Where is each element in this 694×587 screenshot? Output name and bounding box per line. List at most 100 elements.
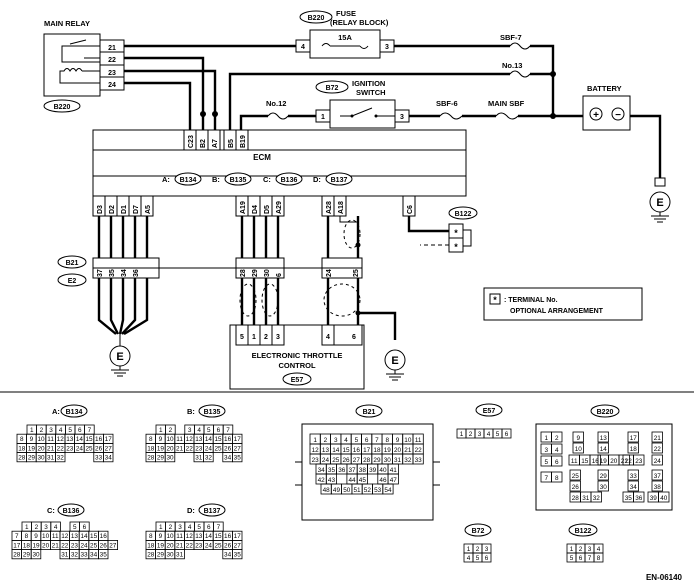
b21-pin-number: 29 [373, 457, 381, 464]
b122-pin-number: 4 [597, 546, 601, 553]
connector-view-labels: A: B134 B: B135 B21 E57 B220 C: B136 D: … [47, 403, 620, 537]
b220-pin-number: 22 [654, 446, 662, 453]
b134-cell [103, 452, 114, 463]
b21-pin-number: 52 [364, 487, 372, 494]
b134-pin-number: 9 [30, 436, 34, 443]
b134-pin-number: 33 [95, 455, 103, 462]
b136-pin-number: 19 [32, 542, 40, 549]
b21-pin-number: 8 [385, 437, 389, 444]
b220-pin-number: 30 [600, 484, 608, 491]
b21-pin-number: 21 [404, 447, 412, 454]
b135-pin-number: 25 [214, 445, 222, 452]
conn-code: B21 [363, 409, 376, 416]
fuse-rating: 15A [338, 33, 352, 42]
b220-pin-number: 17 [630, 435, 638, 442]
b220-cell [627, 431, 639, 443]
ecm-pin: C23 [188, 135, 195, 148]
b21-pin-number: 3 [334, 437, 338, 444]
relay-pin: 21 [108, 45, 116, 52]
b137-pin-number: 10 [166, 533, 174, 540]
b21-pin-number: 27 [353, 457, 361, 464]
b220-cell [572, 431, 584, 443]
b136-pin-number: 32 [71, 552, 79, 559]
ecm-pin: B2 [200, 139, 207, 148]
b136-pin-number: 30 [32, 552, 40, 559]
b21-pin-number: 12 [312, 447, 320, 454]
b134-pin-number: 24 [76, 445, 84, 452]
b135-pin-number: 20 [166, 445, 174, 452]
b135-pin-number: 27 [234, 445, 242, 452]
b134-pin-number: 7 [88, 427, 92, 434]
conn-code: B72 [472, 528, 485, 535]
main-relay: MAIN RELAY 21 22 23 24 B220 [43, 19, 125, 113]
no13-label: No.13 [502, 61, 522, 70]
b135-pin-number: 14 [205, 436, 213, 443]
b135-pin-number: 23 [195, 445, 203, 452]
b134-pin-number: 23 [66, 445, 74, 452]
b134-pin-number: 11 [47, 436, 54, 443]
b135-pin-number: 7 [226, 427, 230, 434]
b220-pin-number: 31 [582, 495, 590, 502]
b220-pin-number: 20 [610, 458, 618, 465]
b134-pin-number: 10 [37, 436, 45, 443]
conn-code: B134 [66, 409, 83, 416]
b220-cell [572, 442, 584, 454]
b135-pin-number: 19 [157, 445, 165, 452]
b220-pin-number: 25 [572, 473, 580, 480]
b220-cell [597, 480, 609, 492]
b135-cell [164, 452, 176, 463]
b134-pin-number: 4 [59, 427, 63, 434]
e57-pin-number: 2 [469, 431, 473, 438]
b135-pin-number: 21 [176, 445, 184, 452]
b72-pin-number: 5 [476, 555, 480, 562]
b21-pin: 29 [252, 269, 259, 277]
conn-code: B122 [575, 528, 592, 535]
b21-pin-number: 26 [342, 457, 350, 464]
battery-plus: + [593, 110, 599, 121]
ecm-pin: A7 [212, 139, 219, 148]
b137-pin-number: 21 [176, 542, 184, 549]
fuse-code: B220 [308, 15, 325, 22]
b136-pin-number: 22 [61, 542, 69, 549]
b135-pin-number: 2 [169, 427, 173, 434]
b136-pin-number: 31 [61, 552, 69, 559]
b137-pin-number: 17 [234, 533, 242, 540]
b21-pin-number: 51 [353, 487, 361, 494]
b134-pin-number: 17 [105, 436, 113, 443]
relay-pin: 22 [108, 57, 116, 64]
ecm-conn-code: B135 [230, 177, 247, 184]
b136-pin-number: 21 [52, 542, 60, 549]
b137-pin-number: 24 [205, 542, 213, 549]
ecm-pin: A5 [145, 205, 152, 214]
b134-pin-number: 25 [85, 445, 93, 452]
b136-pin-number: 25 [90, 542, 98, 549]
ignition-subtitle: SWITCH [356, 88, 386, 97]
b136-pin-number: 4 [54, 524, 58, 531]
b21-pin-number: 49 [333, 487, 341, 494]
b220-pin-number: 14 [600, 446, 608, 453]
b220-pin-number: 38 [654, 484, 662, 491]
b21-pin-number: 20 [394, 447, 402, 454]
b21-pin-number: 34 [318, 467, 326, 474]
b137-pin-number: 23 [195, 542, 203, 549]
ground-left: E [109, 334, 131, 377]
b220-pin-number: 18 [630, 446, 638, 453]
b135-pin-number: 24 [205, 445, 213, 452]
b122-pin: * [454, 242, 458, 252]
b21-pin-number: 38 [359, 467, 367, 474]
b21-pin-number: 28 [363, 457, 371, 464]
b136-pin-number: 14 [80, 533, 88, 540]
b136-pin-number: 17 [13, 542, 21, 549]
b135-pin-number: 34 [224, 455, 232, 462]
relay-code: B220 [54, 104, 71, 111]
b21-cell [382, 483, 394, 495]
etc-pin: 1 [252, 334, 256, 341]
conn-code: B220 [597, 409, 614, 416]
b134-pin-number: 22 [57, 445, 65, 452]
b220-cell [551, 443, 563, 455]
b136-pin-number: 8 [25, 533, 29, 540]
b220-cell [651, 454, 663, 466]
e57-pin-number: 1 [460, 431, 464, 438]
ecm-pin: D4 [252, 205, 259, 214]
b21-pin-number: 41 [390, 467, 398, 474]
